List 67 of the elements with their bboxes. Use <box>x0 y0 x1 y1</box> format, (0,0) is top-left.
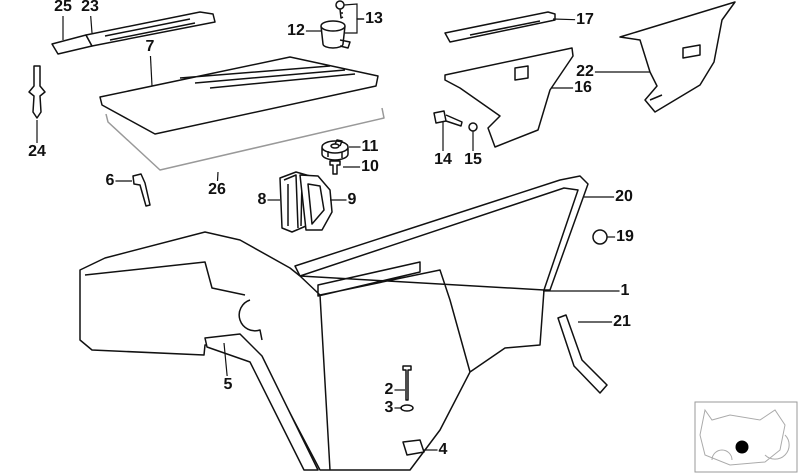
leader-line <box>150 56 153 86</box>
end-cap-drawing <box>299 174 333 231</box>
leader-line <box>607 236 616 238</box>
callout-number: 5 <box>222 376 234 394</box>
leader-line <box>423 449 438 451</box>
callout-number: 17 <box>575 11 595 29</box>
leader-line <box>223 342 228 376</box>
callout-number: 12 <box>286 22 306 40</box>
leader-line <box>62 16 64 40</box>
leader-line <box>584 196 614 198</box>
leader-line <box>330 199 347 201</box>
callout-number: 20 <box>614 188 634 206</box>
leader-line <box>552 18 576 20</box>
callout-number: 1 <box>620 282 630 300</box>
callout-number: 15 <box>463 151 483 169</box>
callout-number: 22 <box>575 63 595 81</box>
leader-line <box>345 18 364 34</box>
callout-number: 4 <box>438 441 448 459</box>
side-bracket-drawing <box>619 1 736 113</box>
hex-bolt-drawing <box>433 110 463 127</box>
callout-number: 16 <box>573 79 593 97</box>
screw-drawing <box>329 160 341 175</box>
callout-number: 7 <box>144 38 156 56</box>
callout-number: 9 <box>346 191 358 209</box>
callout-number: 25 <box>53 0 73 16</box>
glove-box-drawing <box>79 231 545 471</box>
leader-line <box>216 172 219 182</box>
cover-plate-drawing <box>444 11 556 43</box>
leader-line <box>442 121 444 151</box>
callout-number: 8 <box>256 191 268 209</box>
screw-drawing <box>132 173 151 207</box>
key-drawing <box>335 0 345 19</box>
lock-cylinder-drawing <box>320 20 351 49</box>
leader-line <box>306 30 321 32</box>
strap-end-cap-drawing <box>51 34 93 55</box>
leader-line <box>267 199 280 201</box>
leader-line <box>394 389 405 391</box>
callout-number: 21 <box>612 313 632 331</box>
seal-drawing <box>105 108 385 171</box>
leader-line <box>472 131 474 151</box>
leader-line <box>551 87 574 89</box>
callout-number: 13 <box>364 10 384 28</box>
rubber-strip-drawing <box>557 314 608 394</box>
callout-number: 3 <box>384 399 394 417</box>
expansion-rivet-drawing <box>28 65 46 119</box>
leader-line <box>343 166 360 168</box>
leader-line <box>543 290 620 292</box>
leader-line <box>36 120 38 143</box>
leader-line <box>394 407 402 409</box>
leader-line <box>115 180 132 182</box>
leader-line <box>578 321 612 323</box>
leader-line <box>349 146 361 148</box>
callout-number: 23 <box>80 0 100 16</box>
leader-line <box>90 16 93 34</box>
callout-number: 24 <box>27 143 47 161</box>
trim-strip-drawing <box>294 175 589 291</box>
callout-number: 26 <box>207 181 227 199</box>
lid-drawing <box>99 56 379 135</box>
mounting-bracket-drawing <box>444 47 574 148</box>
callout-number: 19 <box>615 228 635 246</box>
leader-line <box>594 71 650 73</box>
callout-number: 2 <box>384 381 394 399</box>
callout-number: 14 <box>433 151 453 169</box>
callout-number: 6 <box>104 172 116 190</box>
plug-drawing <box>592 229 608 245</box>
callout-number: 11 <box>360 138 380 156</box>
callout-number: 10 <box>360 158 380 176</box>
